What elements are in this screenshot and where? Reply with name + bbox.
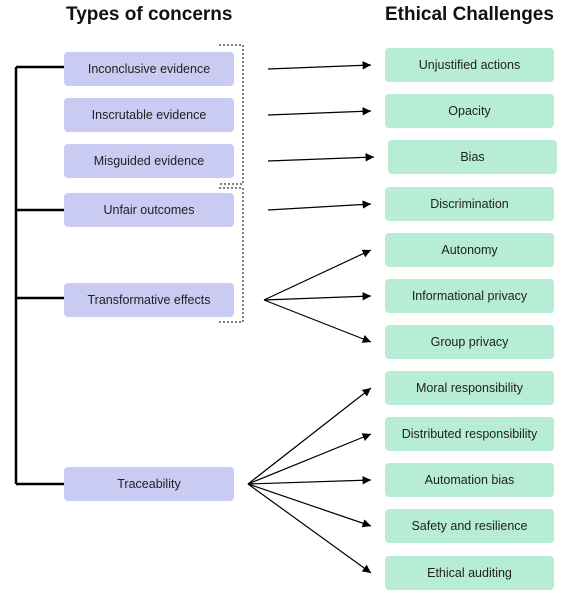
challenge-autonomy: Autonomy [385,233,554,267]
arrow-traceability-to-distributed-responsibility [247,433,372,485]
challenge-moral-responsibility: Moral responsibility [385,371,554,405]
challenge-discrimination: Discrimination [385,187,554,221]
challenge-automation-bias: Automation bias [385,463,554,497]
concern-transformative-effects: Transformative effects [64,283,234,317]
arrow-traceability-to-automation-bias [247,476,372,485]
arrow-inconclusive-evidence-to-unjustified-actions [267,61,372,70]
arrow-traceability-to-ethical-auditing [247,483,372,574]
arrow-transformative-effects-to-autonomy [263,249,372,301]
concerns-heading: Types of concerns [66,4,233,25]
arrow-unfair-outcomes-to-discrimination [267,200,372,211]
challenge-ethical-auditing: Ethical auditing [385,556,554,590]
arrow-traceability-to-safety-and-resilience [247,483,372,528]
challenge-bias: Bias [388,140,557,174]
arrow-misguided-evidence-to-bias [267,153,375,162]
challenge-informational-privacy: Informational privacy [385,279,554,313]
arrow-transformative-effects-to-informational-privacy [263,292,372,301]
challenge-opacity: Opacity [385,94,554,128]
dashed-bracket-evidence [219,44,244,185]
challenge-unjustified-actions: Unjustified actions [385,48,554,82]
arrow-transformative-effects-to-group-privacy [263,299,372,343]
challenge-safety-and-resilience: Safety and resilience [385,509,554,543]
concern-inconclusive-evidence: Inconclusive evidence [64,52,234,86]
concern-traceability: Traceability [64,467,234,501]
challenges-heading: Ethical Challenges [385,4,554,25]
concern-inscrutable-evidence: Inscrutable evidence [64,98,234,132]
challenge-group-privacy: Group privacy [385,325,554,359]
arrow-traceability-to-moral-responsibility [247,387,372,485]
dashed-bracket-outcomes [219,187,244,323]
concern-unfair-outcomes: Unfair outcomes [64,193,234,227]
arrow-inscrutable-evidence-to-opacity [267,107,372,116]
challenge-distributed-responsibility: Distributed responsibility [385,417,554,451]
concern-misguided-evidence: Misguided evidence [64,144,234,178]
